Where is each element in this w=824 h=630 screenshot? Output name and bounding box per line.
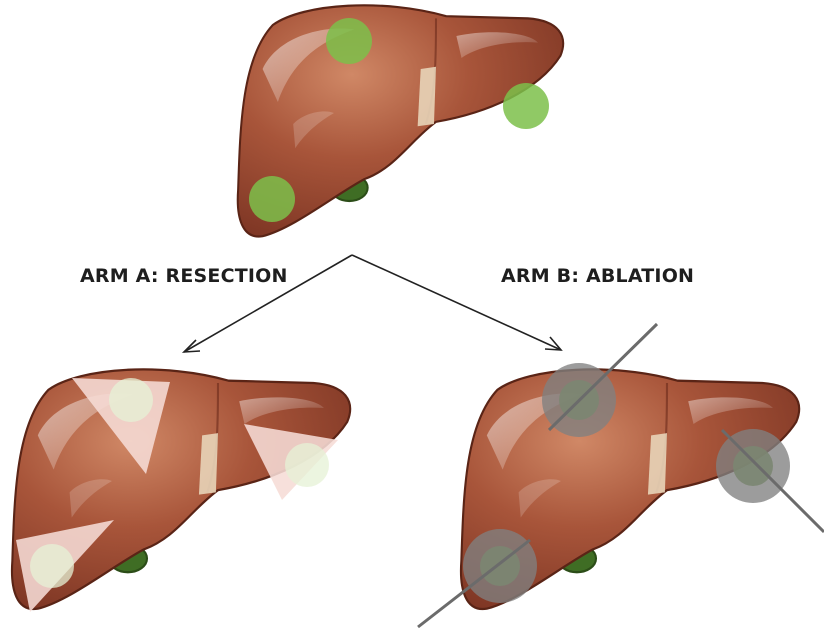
tumor-3 (249, 176, 295, 222)
arm-a-label: ARM A: RESECTION (80, 265, 288, 287)
resected-tumor-3 (30, 544, 74, 588)
ablation-zone-2 (716, 429, 790, 503)
tumor-1 (326, 18, 372, 64)
arm-b-label: ARM B: ABLATION (501, 265, 694, 287)
ablation-zone-3 (463, 529, 537, 603)
resected-tumor-2 (285, 443, 329, 487)
tumor-2 (503, 83, 549, 129)
resected-tumor-1 (109, 378, 153, 422)
